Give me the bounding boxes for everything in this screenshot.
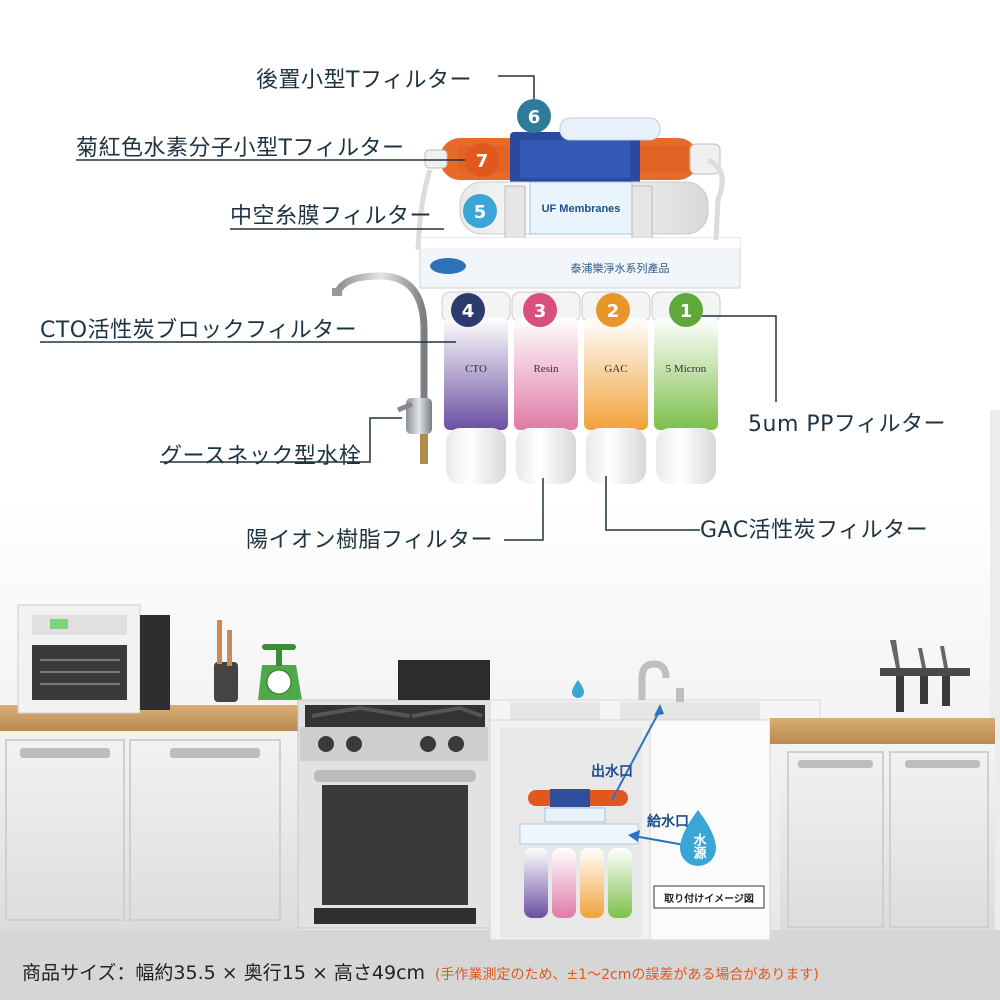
measurement-note: (手作業測定のため、±1～2cmの誤差がある場合があります)	[435, 967, 819, 983]
outlet-label: 出水口	[591, 763, 633, 780]
badge-3-num: 3	[534, 301, 547, 322]
label-pp-filter: 5um PPフィルター	[748, 412, 946, 437]
cartridge-1-label: 5 Micron	[666, 363, 707, 375]
badge-1-num: 1	[680, 301, 693, 322]
badge-5-num: 5	[474, 202, 487, 223]
water-source-label: 水源	[691, 832, 707, 860]
cartridge-3	[511, 291, 581, 484]
badge-3	[523, 293, 557, 327]
kitchen-scene	[0, 410, 1000, 1000]
inlet-label: 給水口	[647, 813, 689, 830]
install-caption: 取り付けイメージ図	[664, 892, 754, 905]
badge-2	[596, 293, 630, 327]
label-cto-filter: CTO活性炭ブロックフィルター	[40, 318, 358, 343]
gooseneck-faucet	[332, 272, 432, 464]
filter-unit	[332, 117, 741, 484]
badge-2-num: 2	[607, 301, 620, 322]
badge-7	[465, 143, 499, 177]
product-size-footer: 商品サイズ：幅約35.5 × 奥行15 × 高さ49cm (手作業測定のため、±1…	[22, 958, 819, 985]
label-gooseneck-faucet: グースネック型水栓	[160, 444, 362, 469]
cartridge-2-label: GAC	[604, 363, 627, 375]
label-hollow-fiber-filter: 中空糸膜フィルター	[230, 204, 433, 229]
banner-text: 泰浦樂淨水系列產品	[571, 261, 670, 275]
badge-6-num: 6	[528, 107, 541, 128]
leader-lines	[40, 75, 777, 541]
uf-membrane-label: UF Membranes	[542, 203, 621, 215]
number-badges	[451, 99, 703, 327]
badge-5	[463, 194, 497, 228]
badge-4	[451, 293, 485, 327]
product-size: 商品サイズ：幅約35.5 × 奥行15 × 高さ49cm	[22, 962, 426, 984]
install-caption-box	[653, 885, 765, 909]
badge-1	[669, 293, 703, 327]
installed-filter-mini	[519, 789, 639, 918]
label-hydrogen-t-filter: 菊紅色水素分子小型Tフィルター	[76, 136, 405, 161]
badge-4-num: 4	[462, 301, 475, 322]
badge-7-num: 7	[476, 151, 489, 172]
water-source-drop	[680, 810, 716, 866]
badge-6	[517, 99, 551, 133]
label-gac-filter: GAC活性炭フィルター	[700, 518, 929, 543]
cartridge-3-label: Resin	[533, 363, 559, 375]
label-resin-filter: 陽イオン樹脂フィルター	[246, 528, 494, 553]
cartridge-4-label: CTO	[465, 363, 487, 375]
label-post-t-filter: 後置小型Tフィルター	[256, 68, 472, 93]
